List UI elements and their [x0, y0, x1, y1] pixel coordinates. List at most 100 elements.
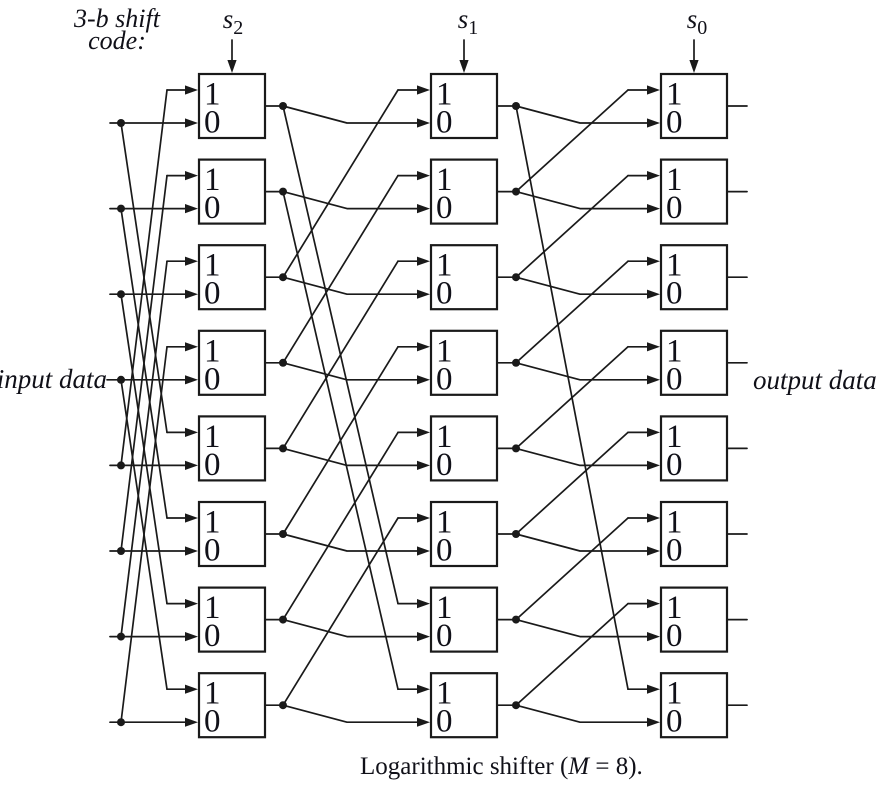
mux-input-label-0: 0: [666, 533, 683, 569]
mux-zero-input-arrow-icon: [647, 717, 660, 727]
wiring-layer: 1010101010101010101010101010101010101010…: [106, 39, 748, 740]
output-data-label: output data: [753, 365, 877, 395]
shift-diagonal-wire: [120, 378, 168, 691]
mux-zero-input-arrow-icon: [647, 632, 660, 642]
mux-zero-input-arrow-icon: [647, 460, 660, 470]
mux-input-label-0: 0: [204, 447, 221, 483]
mux-input-label-1: 1: [666, 590, 683, 626]
mux-zero-input-arrow-icon: [417, 204, 430, 214]
mux-input-label-1: 1: [204, 162, 221, 198]
stage-zero-wire: [265, 533, 419, 552]
junction-dot: [279, 701, 287, 710]
shift-diagonal-wire: [515, 602, 629, 707]
mux-input-label-1: 1: [436, 333, 453, 369]
mux-input-label-0: 0: [204, 276, 221, 312]
junction-dot: [279, 615, 287, 624]
mux-input-label-0: 0: [436, 361, 453, 397]
shift-diagonal-wire: [282, 105, 399, 605]
stage-zero-wire: [265, 447, 419, 467]
junction-dot: [279, 530, 287, 538]
figure-caption-prefix: Logarithmic shifter (: [360, 753, 568, 780]
mux-input-label-0: 0: [666, 276, 683, 312]
mux-input-label-0: 0: [204, 618, 221, 654]
mux-zero-input-arrow-icon: [417, 460, 430, 470]
mux-one-input-arrow-icon: [647, 85, 660, 95]
mux-zero-input-arrow-icon: [185, 546, 198, 556]
mux-one-input-arrow-icon: [647, 427, 660, 437]
control-label-s1: s1: [458, 4, 479, 39]
shift-diagonal-wire: [282, 190, 399, 691]
mux-input-label-0: 0: [436, 447, 453, 483]
shift-diagonal-wire: [282, 431, 399, 621]
junction-dot: [117, 547, 125, 555]
control-label-s0-sub: 0: [697, 17, 707, 39]
mux-one-input-arrow-icon: [185, 342, 198, 352]
mux-one-input-arrow-icon: [647, 256, 660, 266]
mux-input-label-1: 1: [204, 77, 221, 113]
junction-dot: [279, 358, 287, 367]
control-arrow-icon: [459, 60, 469, 73]
shift-diagonal-wire: [282, 174, 399, 364]
figure-caption-variable: M: [567, 753, 590, 780]
mux-input-label-0: 0: [666, 447, 683, 483]
shift-diagonal-wire: [282, 89, 399, 279]
mux-zero-input-arrow-icon: [647, 289, 660, 299]
junction-dot: [512, 615, 520, 624]
stage-zero-wire: [497, 447, 649, 467]
control-label-s0: s0: [687, 4, 708, 39]
mux-input-label-1: 1: [666, 419, 683, 455]
mux-zero-input-arrow-icon: [185, 375, 198, 385]
stage-zero-wire: [265, 276, 419, 296]
mux-input-label-1: 1: [666, 505, 683, 541]
mux-input-label-1: 1: [204, 248, 221, 284]
mux-input-label-1: 1: [204, 505, 221, 541]
mux-one-input-arrow-icon: [185, 171, 198, 181]
mux-one-input-arrow-icon: [417, 85, 430, 95]
mux-input-label-0: 0: [666, 190, 683, 226]
stage-zero-wire: [265, 105, 419, 124]
mux-input-label-1: 1: [204, 590, 221, 626]
mux-zero-input-arrow-icon: [185, 632, 198, 642]
shift-diagonal-wire: [515, 174, 629, 279]
mux-one-input-arrow-icon: [647, 342, 660, 352]
mux-one-input-arrow-icon: [185, 85, 198, 95]
stage-zero-wire: [497, 190, 649, 210]
stage-zero-wire: [497, 361, 649, 381]
mux-zero-input-arrow-icon: [647, 204, 660, 214]
mux-zero-input-arrow-icon: [417, 289, 430, 299]
junction-dot: [512, 701, 520, 710]
stage-zero-wire: [497, 618, 649, 638]
mux-input-label-1: 1: [204, 333, 221, 369]
mux-input-label-1: 1: [666, 676, 683, 712]
mux-input-label-1: 1: [666, 162, 683, 198]
mux-zero-input-arrow-icon: [647, 118, 660, 128]
mux-one-input-arrow-icon: [647, 513, 660, 523]
shift-diagonal-wire: [515, 89, 629, 193]
mux-input-label-0: 0: [436, 533, 453, 569]
mux-input-label-1: 1: [436, 162, 453, 198]
junction-dot: [512, 444, 520, 453]
mux-zero-input-arrow-icon: [647, 375, 660, 385]
mux-one-input-arrow-icon: [417, 427, 430, 437]
mux-zero-input-arrow-icon: [417, 717, 430, 727]
mux-one-input-arrow-icon: [185, 427, 198, 437]
mux-zero-input-arrow-icon: [417, 632, 430, 642]
junction-dot: [279, 444, 287, 453]
mux-zero-input-arrow-icon: [647, 546, 660, 556]
junction-dot: [117, 718, 125, 727]
mux-input-label-1: 1: [436, 77, 453, 113]
mux-input-label-1: 1: [436, 505, 453, 541]
mux-input-label-0: 0: [436, 704, 453, 740]
control-label-s2: s2: [223, 4, 244, 39]
mux-input-label-1: 1: [436, 590, 453, 626]
shift-diagonal-wire: [120, 293, 168, 605]
mux-input-label-0: 0: [436, 618, 453, 654]
shift-code-label-line1: 3-b shift: [73, 4, 161, 33]
mux-one-input-arrow-icon: [417, 342, 430, 352]
shift-diagonal-wire: [515, 105, 629, 691]
mux-input-label-1: 1: [204, 419, 221, 455]
figure-caption: Logarithmic shifter (M = 8).: [360, 753, 643, 780]
mux-one-input-arrow-icon: [417, 599, 430, 609]
